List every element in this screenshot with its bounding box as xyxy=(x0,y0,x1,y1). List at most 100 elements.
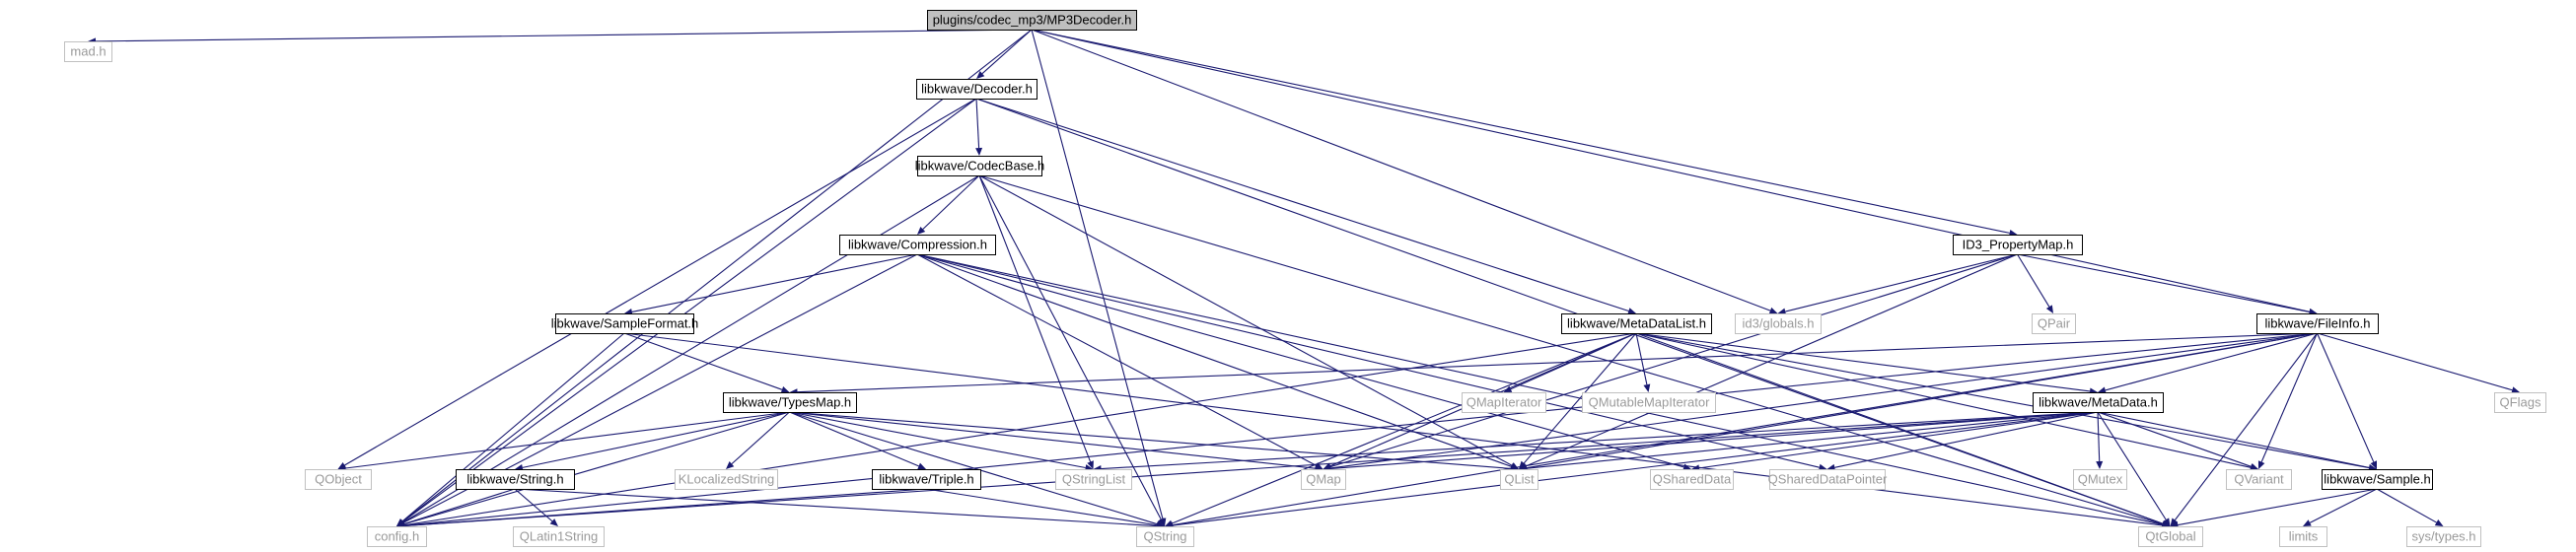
edge-mp3decoder-to-configh xyxy=(396,29,1033,526)
edge-mp3decoder-to-fileinfo xyxy=(1031,29,2318,315)
node-qmap: QMap xyxy=(1301,469,1346,490)
node-label: libkwave/Triple.h xyxy=(879,472,973,487)
node-box xyxy=(1055,469,1132,490)
edge-id3propmap-to-qlist xyxy=(1519,253,2018,470)
edge-sampleh-to-qtglobal xyxy=(2170,488,2378,529)
node-qmutablemapiterator: QMutableMapIterator xyxy=(1582,392,1716,413)
node-box xyxy=(1462,392,1546,413)
node-metadatalist[interactable]: libkwave/MetaDataList.h xyxy=(1561,313,1712,334)
node-label: QSharedData xyxy=(1653,472,1732,487)
edge-decoder-to-codecbase xyxy=(975,98,983,156)
node-qmapiterator: QMapIterator xyxy=(1462,392,1546,413)
node-box xyxy=(2033,392,2164,413)
node-box xyxy=(2279,526,2327,547)
node-qlist: QList xyxy=(1500,469,1538,490)
node-qpair: QPair xyxy=(2032,313,2076,334)
edge-decoder-to-qobject xyxy=(337,98,977,469)
edge-sampleformat-to-configh xyxy=(396,332,625,526)
node-label: mad.h xyxy=(70,44,106,59)
node-label: QMapIterator xyxy=(1467,395,1542,410)
edge-typesmap-to-triple xyxy=(789,411,926,470)
edge-sampleh-to-limits xyxy=(2303,488,2378,526)
node-compression[interactable]: libkwave/Compression.h xyxy=(839,235,996,255)
node-qvariant: QVariant xyxy=(2226,469,2292,490)
node-label: QMutex xyxy=(2078,472,2123,487)
node-id3propmap[interactable]: ID3_PropertyMap.h xyxy=(1953,235,2083,255)
node-sampleformat[interactable]: libkwave/SampleFormat.h xyxy=(551,313,699,334)
node-label: QFlags xyxy=(2500,395,2541,410)
edge-metadata-to-qtglobal xyxy=(2097,411,2171,526)
node-qstring: QString xyxy=(1136,526,1194,547)
edge-decoder-to-configh xyxy=(396,98,977,526)
node-box xyxy=(555,313,694,334)
node-configh: config.h xyxy=(367,526,427,547)
node-klocalizedstring: KLocalizedString xyxy=(675,469,778,490)
node-qlatin1string: QLatin1String xyxy=(513,526,605,547)
node-label: QMap xyxy=(1306,472,1340,487)
node-qshareddata: QSharedData xyxy=(1650,469,1734,490)
node-label: libkwave/Decoder.h xyxy=(921,82,1033,97)
edge-metadatalist-to-qmutablemapiterator xyxy=(1635,332,1651,392)
node-box xyxy=(1953,235,2083,255)
node-label: libkwave/Compression.h xyxy=(848,238,987,252)
edge-id3propmap-to-qpair xyxy=(2017,253,2053,313)
node-box xyxy=(1650,469,1734,490)
edge-sampleh-to-systypes xyxy=(2376,488,2444,526)
edge-codecbase-to-compression xyxy=(917,174,980,235)
node-box xyxy=(1735,313,1822,334)
node-limits: limits xyxy=(2279,526,2327,547)
node-qtglobal: QtGlobal xyxy=(2138,526,2203,547)
edge-decoder-to-metadatalist xyxy=(975,98,1636,314)
node-label: id3/globals.h xyxy=(1743,316,1815,331)
edge-metadatalist-to-qtglobal xyxy=(1635,332,2171,527)
node-qshareddatapointer: QSharedDataPointer xyxy=(1768,469,1888,490)
node-label: QObject xyxy=(315,472,362,487)
node-codecbase[interactable]: libkwave/CodecBase.h xyxy=(915,156,1045,176)
node-label: QSharedDataPointer xyxy=(1768,472,1888,487)
node-label: libkwave/CodecBase.h xyxy=(915,159,1045,173)
node-label: QVariant xyxy=(2234,472,2284,487)
node-sampleh[interactable]: libkwave/Sample.h xyxy=(2322,469,2433,490)
edge-decoder-to-qtglobal xyxy=(975,98,2171,527)
node-box xyxy=(1136,526,1194,547)
node-label: libkwave/SampleFormat.h xyxy=(551,316,699,331)
edge-fileinfo-to-qflags xyxy=(2317,332,2520,394)
edge-id3propmap-to-fileinfo xyxy=(2017,253,2318,315)
node-decoder[interactable]: libkwave/Decoder.h xyxy=(916,79,1038,100)
edge-metadatalist-to-metadata xyxy=(1635,332,2098,395)
node-box xyxy=(456,469,575,490)
node-mad: mad.h xyxy=(64,41,112,62)
node-label: libkwave/MetaData.h xyxy=(2039,395,2158,410)
edge-fileinfo-to-qtglobal xyxy=(2170,332,2318,526)
node-systypes: sys/types.h xyxy=(2406,526,2481,547)
node-label: QString xyxy=(1143,529,1186,544)
node-box xyxy=(2322,469,2433,490)
node-fileinfo[interactable]: libkwave/FileInfo.h xyxy=(2256,313,2379,334)
edge-fileinfo-to-sampleh xyxy=(2316,332,2377,469)
edge-typesmap-to-klocalizedstring xyxy=(726,411,790,469)
node-label: QList xyxy=(1504,472,1535,487)
edge-codecbase-to-qlist xyxy=(978,174,1519,469)
node-mp3decoder[interactable]: plugins/codec_mp3/MP3Decoder.h xyxy=(927,10,1137,31)
node-stringh[interactable]: libkwave/String.h xyxy=(456,469,575,490)
node-label: QPair xyxy=(2038,316,2071,331)
node-typesmap[interactable]: libkwave/TypesMap.h xyxy=(723,392,857,413)
node-metadata[interactable]: libkwave/MetaData.h xyxy=(2033,392,2164,413)
node-triple[interactable]: libkwave/Triple.h xyxy=(872,469,981,490)
node-box xyxy=(916,79,1038,100)
node-box xyxy=(675,469,778,490)
node-label: libkwave/FileInfo.h xyxy=(2265,316,2371,331)
node-label: config.h xyxy=(375,529,420,544)
node-box xyxy=(305,469,372,490)
edge-compression-to-qmap xyxy=(916,253,1324,469)
edge-fileinfo-to-metadata xyxy=(2098,332,2318,394)
edge-mp3decoder-to-id3globals xyxy=(1031,29,1778,314)
edge-metadata-to-qvariant xyxy=(2097,411,2258,470)
edge-compression-to-qshareddatapointer xyxy=(916,253,1827,471)
edge-layer xyxy=(88,29,2520,530)
edge-metadata-to-qmutex xyxy=(2096,411,2104,469)
node-label: libkwave/TypesMap.h xyxy=(729,395,851,410)
node-box xyxy=(1301,469,1346,490)
node-label: QtGlobal xyxy=(2145,529,2195,544)
edge-compression-to-qlist xyxy=(916,253,1519,470)
